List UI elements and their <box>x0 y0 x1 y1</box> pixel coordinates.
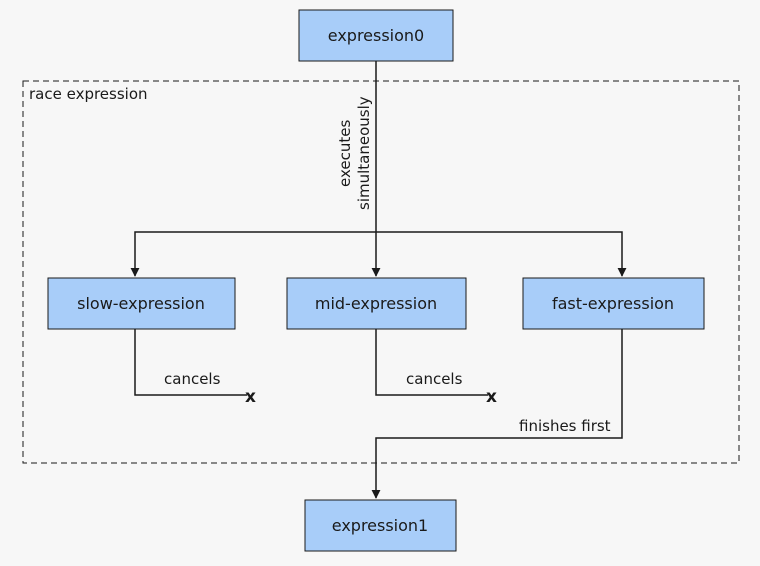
node-expression1-label: expression1 <box>332 516 428 535</box>
node-fast-expression: fast-expression <box>522 277 705 330</box>
node-slow-expression: slow-expression <box>47 277 236 330</box>
node-expression0-label: expression0 <box>328 26 424 45</box>
edge-slow-cancel <box>134 329 247 396</box>
edge-expression0-to-slow <box>130 231 376 277</box>
slow-cancel-x-icon: x <box>245 387 256 407</box>
group-label: race expression <box>29 85 148 103</box>
edge-fast-to-expression1 <box>371 329 623 499</box>
edge-mid-cancel <box>375 329 488 396</box>
node-expression1: expression1 <box>304 499 457 552</box>
executes-label-line2: simultaneously <box>355 96 373 210</box>
mid-cancels-label: cancels <box>406 370 463 388</box>
slow-cancels-label: cancels <box>164 370 221 388</box>
node-fast-expression-label: fast-expression <box>552 294 674 313</box>
node-mid-expression: mid-expression <box>286 277 467 330</box>
mid-cancel-x-icon: x <box>486 387 497 407</box>
node-expression0: expression0 <box>298 9 454 62</box>
node-mid-expression-label: mid-expression <box>315 294 437 313</box>
race-expression-group <box>22 80 740 464</box>
executes-label-line1: executes <box>336 120 354 187</box>
finishes-first-label: finishes first <box>519 417 611 435</box>
edge-expression0-to-fast <box>376 231 627 277</box>
node-slow-expression-label: slow-expression <box>77 294 205 313</box>
